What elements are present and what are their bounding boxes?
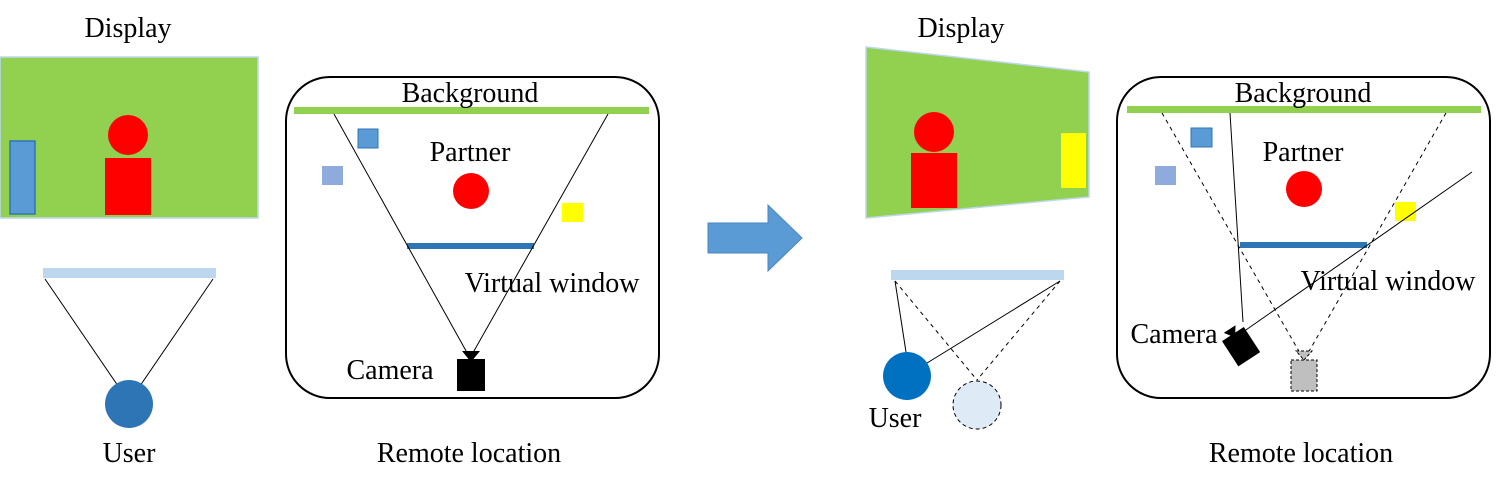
left-user-label: User xyxy=(103,438,157,469)
right-view-line-left xyxy=(894,280,907,353)
right-background-label: Background xyxy=(1235,78,1372,109)
left-background-bar xyxy=(294,107,649,114)
left-remote-blue-object xyxy=(357,128,379,149)
left-remote-box xyxy=(285,76,660,399)
left-remote-yellow-object xyxy=(562,203,583,222)
right-user-screen xyxy=(891,270,1064,280)
left-display-partner-head xyxy=(108,115,148,155)
right-display-screen xyxy=(865,46,1090,219)
left-view-line-left xyxy=(44,278,130,403)
right-user-ghost-icon xyxy=(952,380,1002,430)
left-view-line-right xyxy=(128,278,214,403)
left-remote-lightblue-object xyxy=(322,166,343,185)
right-user-icon xyxy=(883,352,931,400)
left-display-blue-object xyxy=(9,140,36,215)
right-remote-yellow-object xyxy=(1395,202,1416,221)
left-virtual-window-label: Virtual window xyxy=(465,268,641,299)
left-camera-fov-right xyxy=(469,113,609,359)
right-camera-label: Camera xyxy=(1130,319,1218,350)
right-partner-label: Partner xyxy=(1263,137,1345,168)
arrow-right-icon xyxy=(707,203,803,273)
right-remote-lightblue-object xyxy=(1155,166,1176,185)
right-remote-blue-object xyxy=(1190,127,1213,148)
left-partner-label: Partner xyxy=(430,137,512,168)
left-virtual-window xyxy=(407,243,534,249)
left-camera-label: Camera xyxy=(346,355,434,386)
left-remote-label: Remote location xyxy=(377,438,561,469)
left-background-label: Background xyxy=(402,78,539,109)
right-background-bar xyxy=(1127,106,1481,113)
right-ghost-view-line-right xyxy=(976,280,1061,381)
right-remote-box xyxy=(1116,76,1491,399)
right-view-line-right xyxy=(905,280,1061,377)
left-display-label: Display xyxy=(84,13,171,44)
right-partner-icon xyxy=(1286,171,1322,207)
left-camera-icon xyxy=(457,351,485,391)
right-camera-fov-right xyxy=(1242,171,1473,333)
right-virtual-window-label: Virtual window xyxy=(1301,266,1477,297)
right-camera-icon xyxy=(1222,325,1261,367)
right-ghost-view-line-left xyxy=(894,280,978,381)
right-user-label: User xyxy=(869,403,923,434)
right-camera-fov-left xyxy=(1229,112,1244,323)
right-display-yellow-object xyxy=(1061,133,1086,188)
left-display-partner-body xyxy=(105,158,151,215)
left-partner-icon xyxy=(453,173,489,209)
left-user-icon xyxy=(105,380,153,428)
right-panel: Display User Background Partner Virtual … xyxy=(865,13,1491,469)
right-virtual-window xyxy=(1240,242,1367,248)
right-display-partner-body xyxy=(911,153,957,208)
left-user-screen xyxy=(43,268,216,278)
left-camera-fov-left xyxy=(333,113,471,359)
right-display-partner-head xyxy=(914,112,954,152)
right-display-label: Display xyxy=(917,13,1004,44)
left-panel: Display User Background Partner Virtual … xyxy=(0,13,660,469)
right-remote-label: Remote location xyxy=(1209,438,1393,469)
right-camera-ghost-icon xyxy=(1290,350,1318,392)
